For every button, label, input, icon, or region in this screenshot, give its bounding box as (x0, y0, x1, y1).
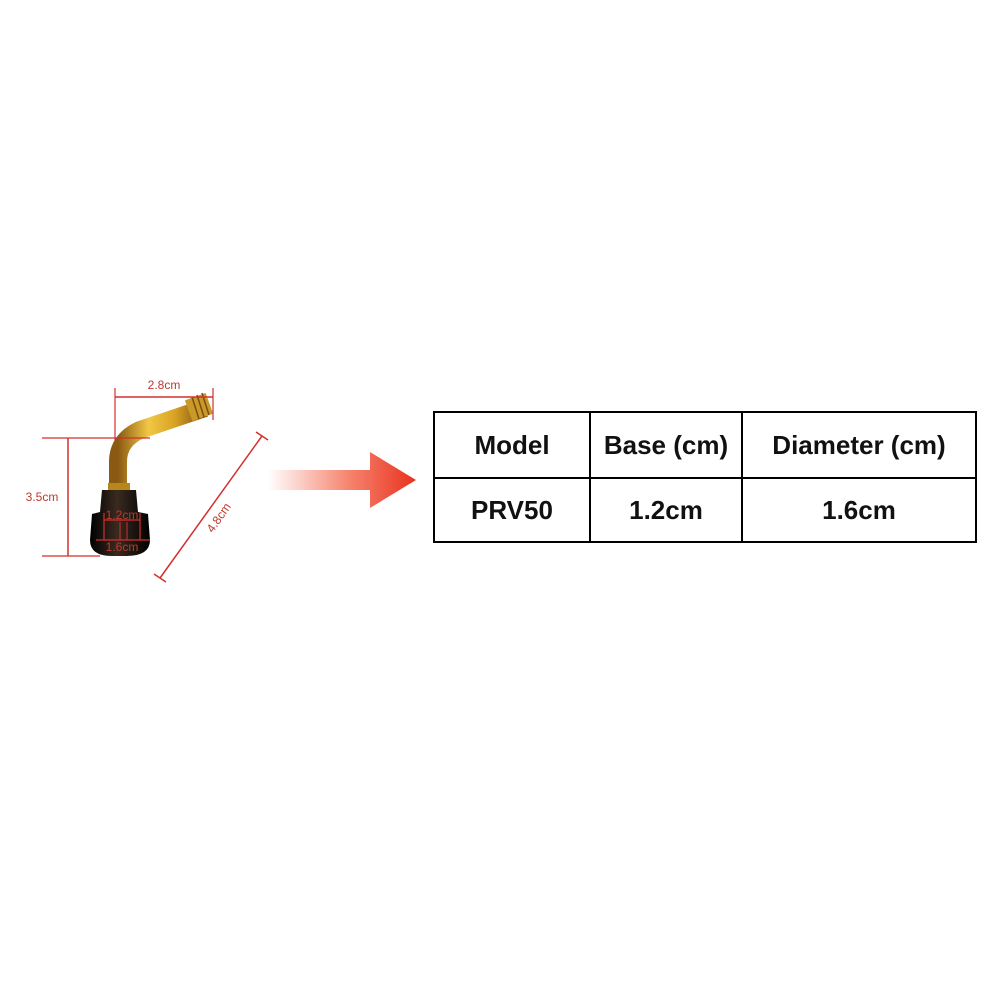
valve-thread (184, 392, 214, 422)
spec-table: Model Base (cm) Diameter (cm) PRV50 1.2c… (433, 411, 977, 543)
table-cell-diameter: 1.6cm (741, 477, 977, 543)
dimension-label-top-width: 2.8cm (148, 378, 181, 392)
dimension-top-width: 2.8cm (114, 378, 214, 440)
table-header-row: Model Base (cm) Diameter (cm) (433, 411, 977, 479)
dimension-label-base: 1.2cm (106, 508, 139, 522)
dimension-length: 4.8cm (153, 431, 269, 583)
arrow-right-icon (268, 452, 416, 508)
dimension-label-length: 4.8cm (204, 500, 234, 535)
dimension-diameter: 1.6cm (96, 539, 150, 554)
dimension-base: 1.2cm (103, 508, 141, 540)
valve-product-figure: 2.8cm 3.5cm 4.8cm 1.2cm 1.6cm (26, 378, 269, 583)
table-header-model: Model (433, 411, 591, 479)
valve-stem-image (90, 392, 214, 556)
dimension-height: 3.5cm (26, 437, 150, 557)
dimension-label-diameter: 1.6cm (106, 540, 139, 554)
table-row: PRV50 1.2cm 1.6cm (433, 477, 977, 543)
table-cell-base: 1.2cm (589, 477, 743, 543)
dimension-label-height: 3.5cm (26, 490, 59, 504)
table-header-base: Base (cm) (589, 411, 743, 479)
table-cell-model: PRV50 (433, 477, 591, 543)
table-header-diameter: Diameter (cm) (741, 411, 977, 479)
